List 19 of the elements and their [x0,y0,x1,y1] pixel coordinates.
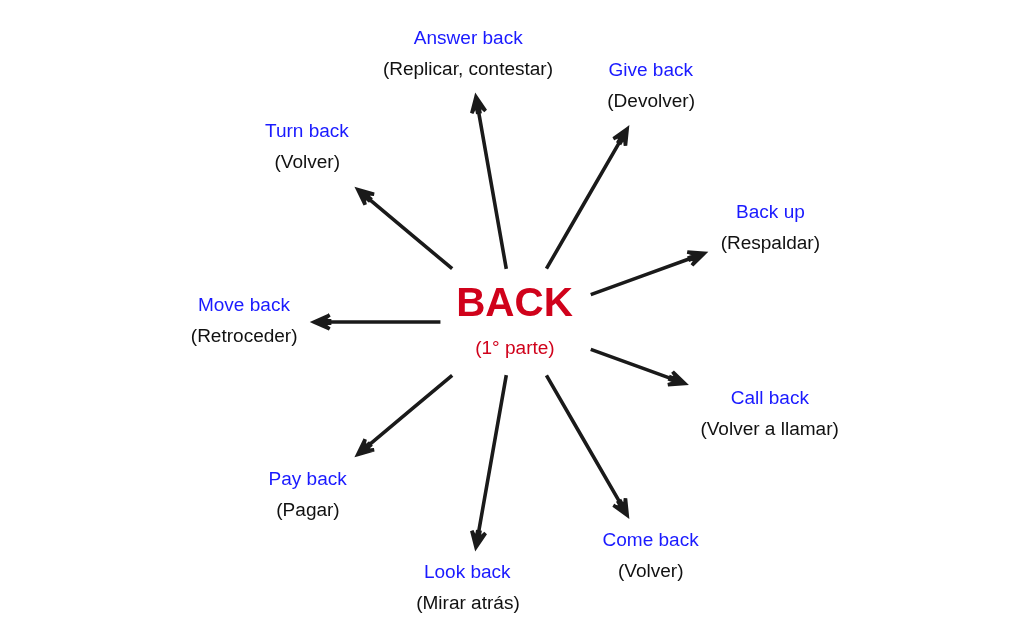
node-text: Turn back (Volver) [264,119,349,172]
arrow [469,95,508,270]
node-text: Back up (Respaldar) [720,201,820,254]
arrow [589,347,687,387]
node-text: Call back (Volver a llamar) [699,386,839,439]
arrow [355,187,453,271]
node-text: Give back (Devolver) [606,59,695,112]
node-text: Look back (Mirar atrás) [415,561,520,614]
arrow [311,313,440,331]
node-text: Come back (Volver) [602,529,699,581]
arrow [469,374,508,549]
arrow [355,373,453,457]
node-text: Move back (Retroceder) [190,294,298,346]
node-text: BACK (1° parte) [455,279,573,358]
arrow [544,374,629,517]
node-text: Pay back (Pagar) [268,468,347,521]
node-text: Answer back (Replicar, contestar) [382,26,553,79]
arrow [589,250,706,297]
arrow [544,127,629,270]
